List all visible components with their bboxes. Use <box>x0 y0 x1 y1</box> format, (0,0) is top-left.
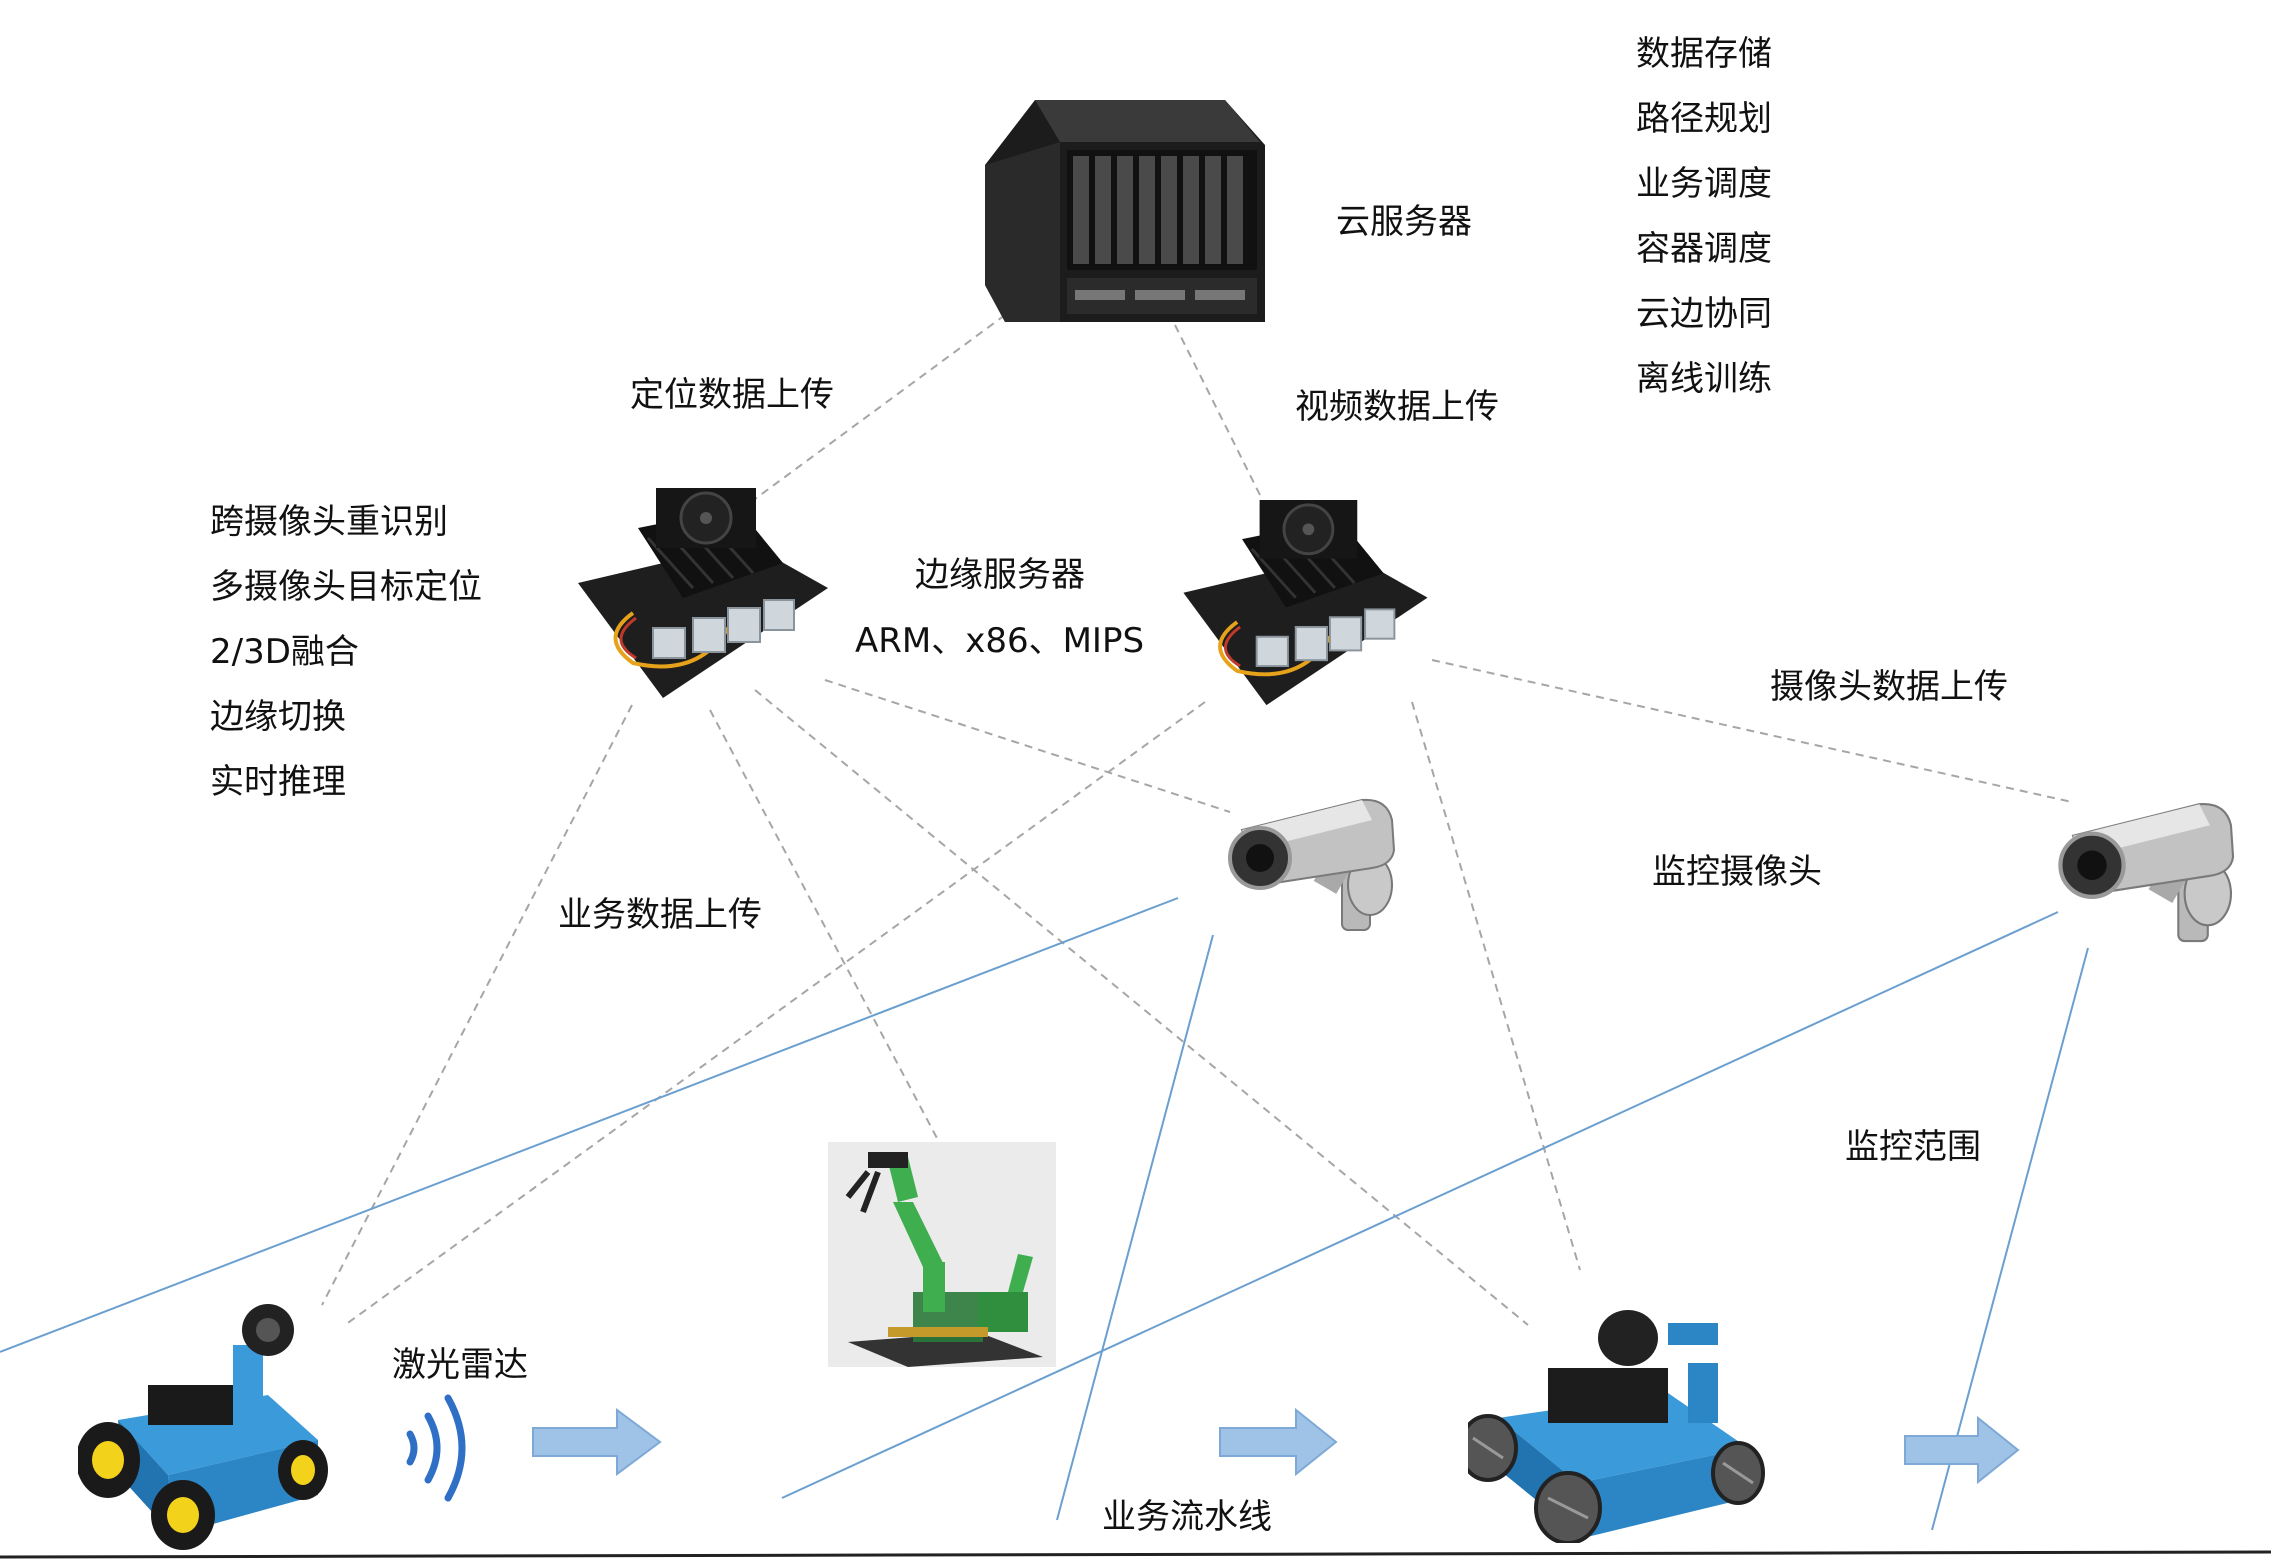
edge-function-item: 边缘切换 <box>210 697 346 737</box>
cloud-function-item: 云边协同 <box>1636 294 1772 334</box>
video-upload-label: 视频数据上传 <box>1295 387 1499 427</box>
surveillance-camera-label: 监控摄像头 <box>1652 852 1822 892</box>
flow-arrow-icon <box>1904 1415 2020 1485</box>
cloud-function-item: 路径规划 <box>1636 99 1772 139</box>
robot-car-icon <box>1468 1308 1768 1543</box>
link-edge2-camera2 <box>1431 659 2073 803</box>
cloud-function-list: 数据存储 路径规划 业务调度 容器调度 云边协同 离线训练 <box>1636 22 1772 412</box>
monitor-line-2 <box>1056 934 1214 1521</box>
monitor-line-3 <box>781 911 2059 1499</box>
cloud-function-item: 容器调度 <box>1636 229 1772 269</box>
robot-arm-icon <box>828 1142 1056 1367</box>
lidar-wave-icon <box>406 1394 466 1502</box>
business-upload-label: 业务数据上传 <box>558 895 762 935</box>
flow-arrow-icon <box>1219 1407 1338 1477</box>
edge-function-item: 跨摄像头重识别 <box>210 502 448 542</box>
cloud-function-item: 数据存储 <box>1636 34 1772 74</box>
edge-function-item: 2/3D融合 <box>210 632 359 672</box>
link-edge1-camera1 <box>824 679 1231 813</box>
edge-function-item: 实时推理 <box>210 762 346 802</box>
cloud-server-icon <box>985 100 1265 325</box>
edge-board-icon <box>1183 500 1428 710</box>
monitor-line-1 <box>0 897 1179 1353</box>
surveillance-camera-icon <box>1222 790 1412 935</box>
link-edge1-car2 <box>754 689 1529 1326</box>
flow-arrow-icon <box>532 1408 662 1476</box>
cloud-server-label: 云服务器 <box>1336 202 1472 242</box>
cloud-function-item: 离线训练 <box>1636 359 1772 399</box>
monitor-line-4 <box>1931 947 2089 1531</box>
edge-server-label: 边缘服务器 <box>915 555 1085 595</box>
camera-upload-label: 摄像头数据上传 <box>1770 667 2008 707</box>
pipeline-label: 业务流水线 <box>1102 1497 1272 1537</box>
edge-arch-label: ARM、x86、MIPS <box>855 621 1145 661</box>
location-upload-label: 定位数据上传 <box>630 375 834 415</box>
edge-board-icon <box>578 488 828 703</box>
link-cloud-edge2 <box>1174 324 1266 506</box>
link-edge2-car1 <box>344 701 1206 1326</box>
link-edge2-car2 <box>1411 701 1581 1271</box>
edge-function-list: 跨摄像头重识别 多摄像头目标定位 2/3D融合 边缘切换 实时推理 <box>210 490 482 815</box>
surveillance-camera-icon <box>2052 790 2252 950</box>
link-edge1-arm <box>709 709 939 1141</box>
edge-function-item: 多摄像头目标定位 <box>210 567 482 607</box>
robot-car-icon <box>78 1300 343 1550</box>
monitor-range-label: 监控范围 <box>1845 1127 1981 1167</box>
link-edge1-car1 <box>321 704 633 1306</box>
lidar-label: 激光雷达 <box>392 1345 528 1385</box>
cloud-function-item: 业务调度 <box>1636 164 1772 204</box>
ground-line <box>0 1550 2271 1559</box>
